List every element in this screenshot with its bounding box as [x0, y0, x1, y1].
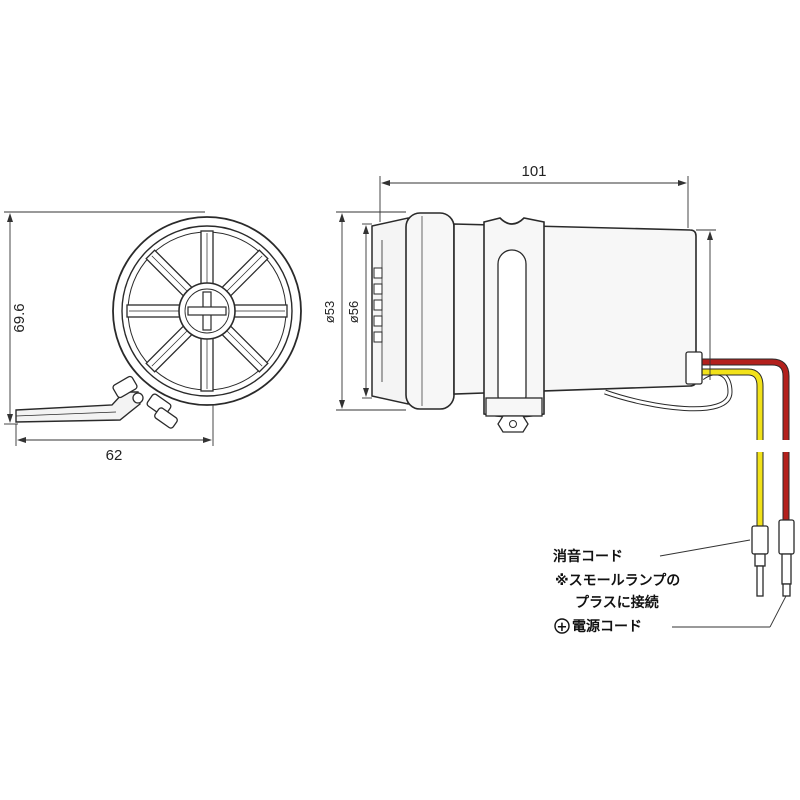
center-cross [187, 291, 227, 331]
grille-spoke-groove [151, 255, 188, 292]
bracket-bolts [112, 375, 178, 429]
note-line1-label: ※スモールランプの [555, 573, 680, 589]
clamp-band [483, 217, 545, 418]
wire-outlet [685, 351, 703, 385]
clamp-nut [497, 415, 529, 433]
front-view: 69.6 62 [4, 211, 302, 464]
dim-height-label: 69.6 [11, 303, 28, 332]
power-cord-label: 電源コード [572, 618, 642, 635]
mouth-grille [373, 267, 383, 343]
grille-spokes [126, 230, 288, 392]
yellow-connector [751, 525, 769, 597]
front-ring [405, 212, 455, 410]
horn-mouth [371, 217, 409, 405]
dim-width-label: 62 [106, 447, 123, 464]
dim-width: 62 [15, 405, 214, 464]
grille-spoke-groove [151, 330, 188, 367]
dim-rear [696, 229, 716, 380]
note-line2-label: プラスに接続 [575, 594, 659, 611]
dim-diameter: ø56 ø53 [322, 211, 406, 411]
dim-length-label: 101 [521, 163, 546, 180]
mute-cord-label: 消音コード [553, 548, 623, 565]
dim-dia-outer-label: ø56 [346, 301, 361, 323]
plus-symbol: + [554, 618, 570, 635]
wires [604, 358, 790, 526]
red-connector [778, 519, 795, 597]
dim-dia-inner-label: ø53 [322, 301, 337, 323]
grille-spoke-groove [226, 330, 263, 367]
svg-text:+: + [557, 620, 568, 635]
side-view: 101 ø56 ø53 [322, 163, 795, 597]
labels: 消音コード ※スモールランプの プラスに接続 + 電源コード [553, 539, 787, 635]
dim-height: 69.6 [4, 211, 205, 425]
grille-spoke-groove [226, 255, 263, 292]
dim-length: 101 [379, 163, 689, 228]
